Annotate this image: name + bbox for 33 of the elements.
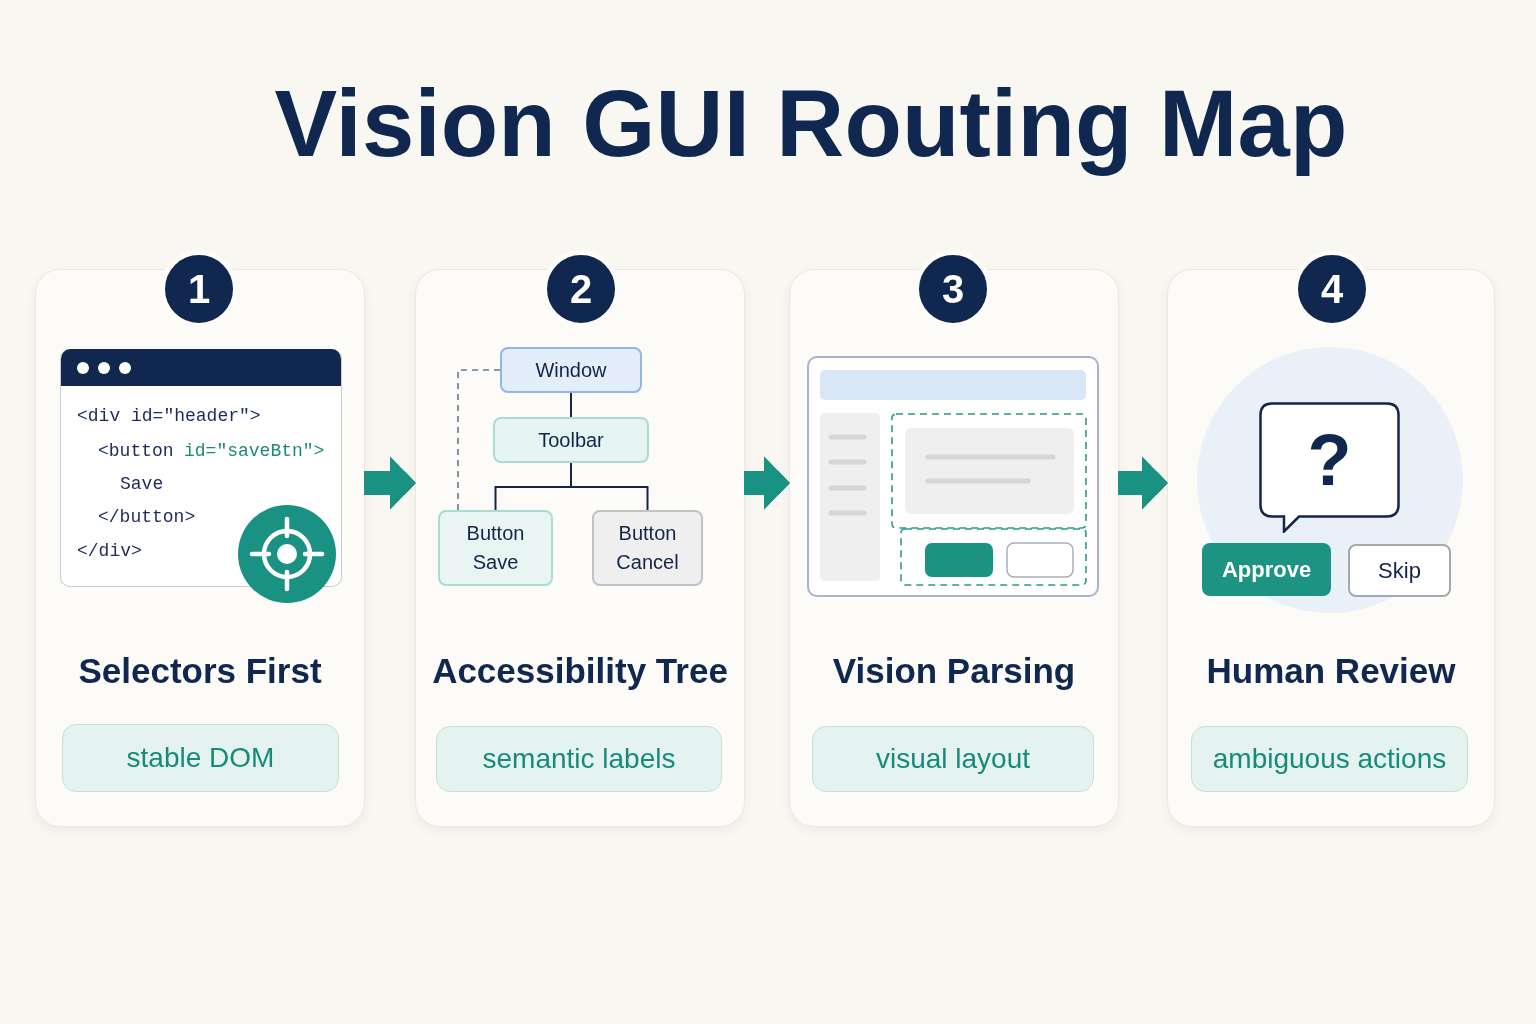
step-title: Selectors First bbox=[78, 650, 322, 692]
diagram-title: Vision GUI Routing Map bbox=[274, 70, 1348, 178]
step-title: Accessibility Tree bbox=[432, 650, 728, 692]
step-card bbox=[36, 270, 364, 826]
code-text: <div id="header"> bbox=[77, 405, 261, 427]
tree-node: Toolbar bbox=[493, 417, 649, 463]
summary-tag: ambiguous actions bbox=[1191, 726, 1468, 792]
summary-tag: semantic labels bbox=[436, 726, 722, 792]
code-text: <button bbox=[98, 440, 174, 462]
flow-arrow bbox=[1118, 456, 1168, 510]
tree-connector bbox=[570, 462, 649, 511]
flow-arrow bbox=[364, 456, 416, 510]
skip-button: Skip bbox=[1348, 544, 1451, 597]
flow-arrow bbox=[744, 456, 790, 510]
code-text: id="saveBtn"> bbox=[184, 440, 325, 462]
speech-bubble bbox=[1259, 402, 1400, 533]
code-text: Save bbox=[120, 473, 164, 495]
tree-node: Window bbox=[500, 347, 642, 393]
step-card bbox=[790, 270, 1118, 826]
step-title: Vision Parsing bbox=[832, 650, 1076, 692]
dashed-connector bbox=[457, 369, 501, 511]
step-card bbox=[416, 270, 744, 826]
tree-connector bbox=[570, 392, 572, 418]
step-card bbox=[1168, 270, 1494, 826]
question-mark: ? bbox=[1307, 424, 1352, 496]
code-text: </div> bbox=[77, 540, 142, 562]
summary-tag: stable DOM bbox=[62, 724, 339, 792]
code-text: </button> bbox=[98, 506, 196, 528]
approve-button: Approve bbox=[1202, 543, 1331, 596]
summary-tag: visual layout bbox=[812, 726, 1094, 792]
step-title: Human Review bbox=[1206, 650, 1456, 692]
tree-node: Button Save bbox=[438, 510, 553, 586]
tree-node: Button Cancel bbox=[592, 510, 703, 586]
